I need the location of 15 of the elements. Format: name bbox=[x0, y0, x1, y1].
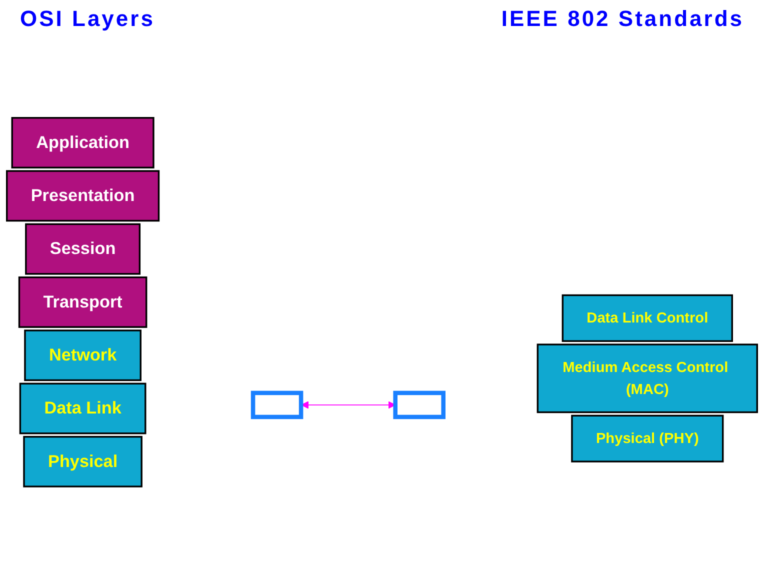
node-box: Application bbox=[11, 116, 154, 168]
node-box: Physical bbox=[23, 436, 142, 488]
node-bracket bbox=[393, 390, 446, 419]
node-box: Data Link Control bbox=[562, 294, 733, 342]
heading: OSI Layers bbox=[20, 6, 155, 32]
node-box: Data Link bbox=[19, 382, 146, 434]
node-box: Network bbox=[24, 329, 142, 381]
node-bracket bbox=[250, 390, 304, 419]
arrow bbox=[301, 401, 396, 409]
node-box: Physical (PHY) bbox=[571, 414, 724, 462]
node-box: Medium Access Control (MAC) bbox=[536, 343, 758, 413]
heading: IEEE 802 Standards bbox=[501, 6, 744, 32]
node-box: Session bbox=[25, 223, 141, 275]
node-box: Presentation bbox=[6, 170, 160, 222]
node-box: Transport bbox=[18, 276, 148, 328]
